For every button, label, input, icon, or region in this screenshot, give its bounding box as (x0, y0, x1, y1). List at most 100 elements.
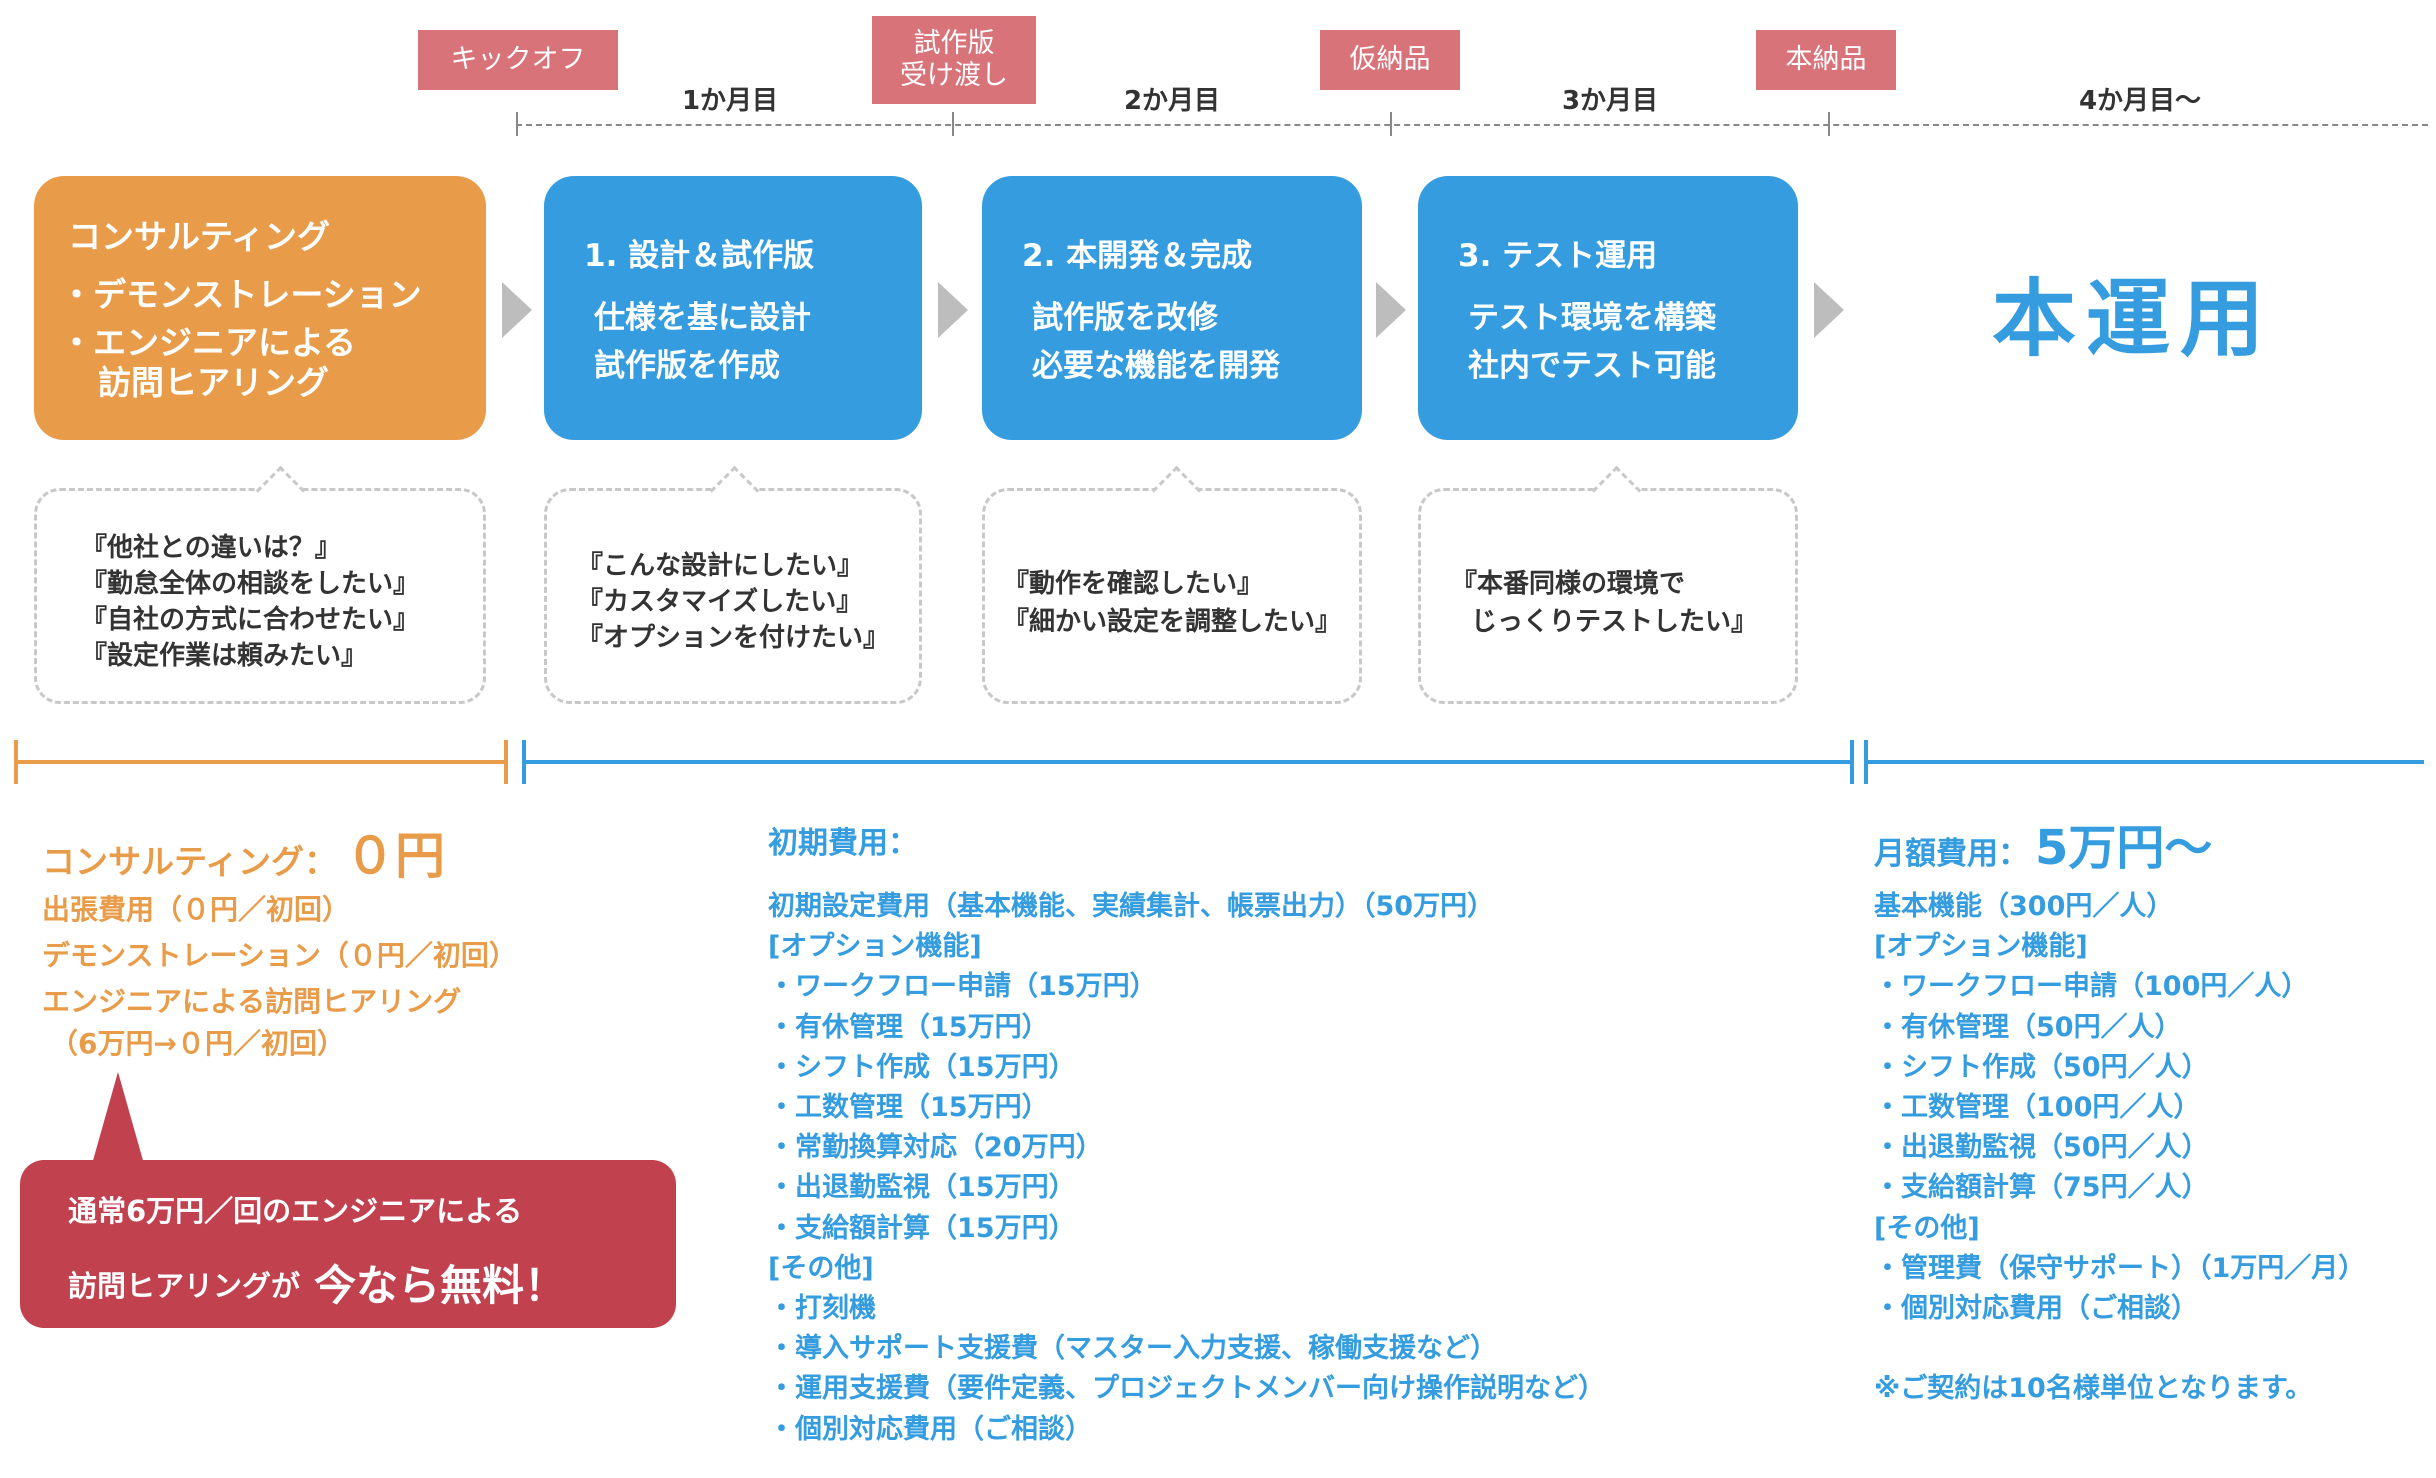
consulting-cost-amount: ０円 (345, 827, 446, 885)
bubble-line: 『細かい設定を調整したい』 (1003, 607, 1342, 637)
bubble-line: 『こんな設計にしたい』 (577, 551, 864, 581)
bubble-line: 『他社との違いは？』 (81, 533, 341, 563)
phase-line: 試作版を改修 (1032, 300, 1218, 336)
phase-line: 必要な機能を開発 (1032, 348, 1280, 384)
phase-line: 社内でテスト可能 (1468, 348, 1716, 384)
bubble-pointer (1591, 465, 1642, 516)
phase-test-operation: 3. テスト運用 テスト環境を構築 社内でテスト可能 (1418, 176, 1798, 440)
milestone-final-delivery: 本納品 (1756, 30, 1896, 90)
milestone-provisional-delivery: 仮納品 (1320, 30, 1460, 90)
chevron-right-icon (938, 282, 968, 338)
monthly-period-cap (1864, 740, 1868, 784)
consulting-period-cap (14, 740, 18, 784)
phase-consulting: コンサルティング ・デモンストレーション ・エンジニアによる 訪問ヒアリング (34, 176, 486, 440)
phase-title: 1. 設計＆試作版 (584, 238, 815, 274)
bubble-pointer (709, 465, 760, 516)
consulting-item: エンジニアによる訪問ヒアリング (42, 985, 462, 1018)
cost-line: [オプション機能] (1874, 931, 2088, 963)
cost-line: ・シフト作成（15万円） (768, 1051, 1076, 1083)
cost-line: ・シフト作成（50円／人） (1874, 1051, 2209, 1083)
month-3-label: 3か月目 (1561, 86, 1659, 116)
bubble-line: 『本番同様の環境で (1451, 569, 1686, 599)
cost-line: ・支給額計算（75円／人） (1874, 1172, 2209, 1204)
timeline-tick (1828, 112, 1830, 136)
consulting-cost-label: コンサルティング：０円 (42, 827, 446, 885)
cost-line: ・導入サポート支援費（マスター入力支援、稼働支援など） (768, 1333, 1497, 1365)
bubble-line: 『勤怠全体の相談をしたい』 (81, 569, 420, 599)
cost-line: [オプション機能] (768, 931, 982, 963)
month-1-label: 1か月目 (681, 86, 779, 116)
phase-line: 試作版を作成 (594, 348, 780, 384)
cost-line: ・管理費（保守サポート）（1万円／月） (1874, 1252, 2366, 1284)
phase-title: 3. テスト運用 (1458, 238, 1658, 274)
phase-title: コンサルティング (68, 217, 331, 256)
phase-line: 訪問ヒアリング (98, 363, 329, 402)
chevron-right-icon (502, 282, 532, 338)
milestone-kickoff: キックオフ (418, 30, 618, 90)
cost-line: ・個別対応費用（ご相談） (768, 1413, 1092, 1445)
phase-line: ・エンジニアによる (60, 323, 357, 362)
consulting-item: デモンストレーション（０円／初回） (42, 939, 517, 972)
free-hearing-callout: 通常6万円／回のエンジニアによる 訪問ヒアリングが今なら無料！ (20, 1160, 676, 1328)
bubble-line: 『動作を確認したい』 (1003, 569, 1264, 599)
month-2-label: 2か月目 (1123, 86, 1221, 116)
bubble-consulting: 『他社との違いは？』 『勤怠全体の相談をしたい』 『自社の方式に合わせたい』 『… (34, 465, 486, 704)
callout-highlight: 今なら無料！ (314, 1261, 567, 1310)
cost-line: ・有休管理（50円／人） (1874, 1011, 2182, 1043)
cost-line: 初期設定費用（基本機能、実績集計、帳票出力）（50万円） (768, 891, 1495, 922)
timeline-tick (952, 112, 954, 136)
cost-line: ※ご契約は10名様単位となります。 (1874, 1373, 2313, 1405)
initial-cost-label: 初期費用： (768, 826, 918, 861)
initial-period-bar (522, 760, 1854, 764)
consulting-period-cap (504, 740, 508, 784)
cost-line: ・工数管理（15万円） (768, 1092, 1049, 1123)
phase-title: 2. 本開発＆完成 (1022, 238, 1253, 274)
monthly-cost-label: 月額費用：5万円～ (1874, 820, 2213, 876)
cost-line: ・常勤換算対応（20万円） (768, 1132, 1103, 1164)
chevron-right-icon (1376, 282, 1406, 338)
cost-line: [その他] (768, 1252, 874, 1284)
cost-line: ・個別対応費用（ご相談） (1874, 1293, 2198, 1324)
consulting-item: （6万円→０円／初回） (50, 1027, 345, 1060)
phase-development: 2. 本開発＆完成 試作版を改修 必要な機能を開発 (982, 176, 1362, 440)
cost-line: ・出退勤監視（50円／人） (1874, 1132, 2209, 1164)
timeline-tick (516, 112, 518, 136)
monthly-cost-amount: 5万円～ (2035, 820, 2213, 876)
bubble-pointer (1151, 465, 1202, 516)
bubble-line: じっくりテストしたい』 (1471, 607, 1758, 637)
bubble-pointer (255, 465, 306, 516)
timeline-dashed-line (516, 124, 2428, 126)
phase-design-prototype: 1. 設計＆試作版 仕様を基に設計 試作版を作成 (544, 176, 922, 440)
cost-line: ・出退勤監視（15万円） (768, 1172, 1076, 1204)
month-4-label: 4か月目～ (2078, 86, 2202, 116)
bubble-test: 『本番同様の環境で じっくりテストしたい』 (1418, 465, 1798, 704)
cost-line: ・打刻機 (768, 1293, 876, 1324)
milestone-prototype-handover: 試作版 受け渡し (872, 16, 1036, 104)
production-operation-title: 本運用 (1992, 270, 2275, 368)
bubble-development: 『動作を確認したい』 『細かい設定を調整したい』 (982, 465, 1362, 704)
bubble-line: 『オプションを付けたい』 (577, 623, 890, 653)
cost-line: ・ワークフロー申請（100円／人） (1874, 971, 2309, 1003)
callout-line: 通常6万円／回のエンジニアによる (68, 1194, 523, 1228)
cost-line: ・支給額計算（15万円） (768, 1212, 1076, 1244)
callout-line: 訪問ヒアリングが今なら無料！ (68, 1261, 567, 1310)
bubble-line: 『設定作業は頼みたい』 (81, 641, 368, 671)
timeline-tick (1390, 112, 1392, 136)
callout-pointer (92, 1072, 144, 1164)
consulting-item: 出張費用（０円／初回） (42, 893, 351, 926)
consulting-period-bar (14, 760, 508, 764)
phase-line: ・デモンストレーション (60, 275, 422, 314)
cost-line: ・運用支援費（要件定義、プロジェクトメンバー向け操作説明など） (768, 1373, 1605, 1405)
initial-period-cap (1850, 740, 1854, 784)
cost-line: 基本機能（300円／人） (1874, 891, 2174, 922)
bubble-line: 『自社の方式に合わせたい』 (81, 605, 420, 635)
phase-line: 仕様を基に設計 (594, 300, 811, 336)
initial-period-cap (522, 740, 526, 784)
bubble-design: 『こんな設計にしたい』 『カスタマイズしたい』 『オプションを付けたい』 (544, 465, 922, 704)
bubble-line: 『カスタマイズしたい』 (577, 587, 863, 617)
cost-line: ・ワークフロー申請（15万円） (768, 971, 1157, 1003)
phase-line: テスト環境を構築 (1468, 300, 1716, 336)
cost-line: [その他] (1874, 1212, 1980, 1244)
monthly-period-bar (1864, 760, 2424, 764)
chevron-right-icon (1814, 282, 1844, 338)
